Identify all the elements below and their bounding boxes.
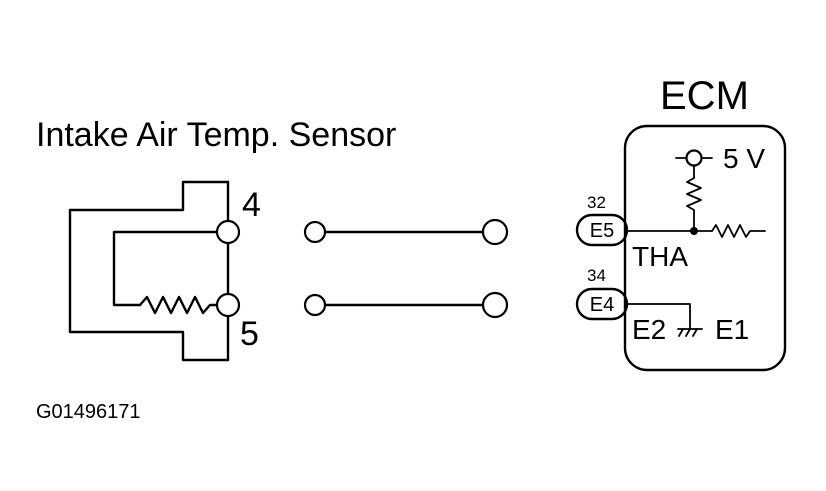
ecm-ground-hatch <box>678 328 698 337</box>
harness-top-left-terminal <box>303 220 327 244</box>
ecm-title: ECM <box>660 74 749 118</box>
sensor-pin-5-terminal <box>215 292 241 318</box>
sensor-internal-loop <box>112 230 219 307</box>
sensor-pin-5-label: 5 <box>240 315 259 353</box>
ecm-input-resistor <box>711 224 766 238</box>
ecm-signal-label: THA <box>632 241 688 272</box>
ecm-terminal-e5 <box>575 213 629 247</box>
sensor-connector-housing <box>68 180 230 362</box>
figure-code: G01496171 <box>36 401 141 423</box>
sensor-title: Intake Air Temp. Sensor <box>36 116 396 154</box>
ecm-terminal-e5-code: E5 <box>590 220 614 242</box>
ecm-terminal-e4-code: E4 <box>590 294 614 316</box>
sensor-pin-4-terminal <box>215 219 241 245</box>
harness-top-right-terminal <box>481 218 509 246</box>
ecm-ground-line <box>626 303 691 330</box>
ecm-supply-terminal <box>685 149 703 167</box>
sensor-thermistor-resistor <box>138 295 219 315</box>
harness-bottom-left-terminal <box>303 293 327 317</box>
ecm-terminal-32-number: 32 <box>587 193 606 212</box>
ecm-box <box>623 124 787 372</box>
harness-bottom-right-terminal <box>481 291 509 319</box>
ecm-pullup-resistor <box>686 177 702 232</box>
ecm-ground-e2-label: E2 <box>632 314 666 345</box>
ecm-supply-label: 5 V <box>723 143 765 174</box>
sensor-pin-4-label: 4 <box>242 186 261 224</box>
ecm-ground-e1-label: E1 <box>715 314 749 345</box>
ecm-terminal-34-number: 34 <box>587 266 606 285</box>
ecm-signal-junction <box>690 227 698 235</box>
